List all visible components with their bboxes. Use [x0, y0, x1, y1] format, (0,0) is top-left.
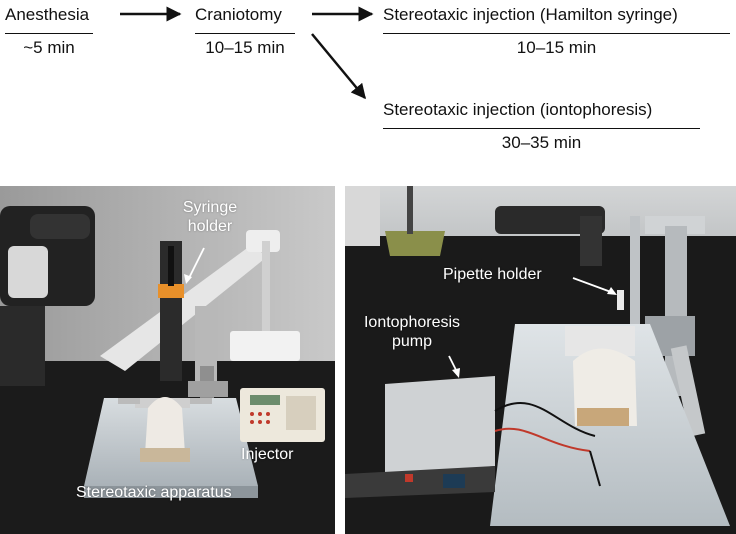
label-syringe-holder: Syringe holder [170, 198, 250, 236]
label-stereotaxic-apparatus: Stereotaxic apparatus [76, 484, 232, 501]
label-pipette-holder: Pipette holder [443, 266, 542, 283]
step-craniotomy-label: Craniotomy [195, 5, 282, 24]
syringe-holder-pointer [187, 247, 205, 281]
step-anesthesia-rule [5, 33, 93, 34]
pipette-holder-pointer [572, 277, 612, 293]
label-iontophoresis-pump-line2: pump [391, 333, 433, 350]
photo-iontophoresis-setup-illustration [345, 186, 736, 534]
photo-hamilton-setup: Syringe holder Injector Stereotaxic appa… [0, 186, 335, 534]
iontophoresis-pump-device [385, 376, 495, 476]
syringe-pump-orange-band [158, 284, 184, 298]
label-syringe-holder-line2: holder [187, 218, 233, 235]
step-craniotomy-rule [195, 33, 295, 34]
arrow-craniotomy-to-iontophoresis [311, 33, 366, 100]
step-hamilton-injection-time: 10–15 min [516, 38, 597, 57]
label-iontophoresis-pump-line1: Iontophoresis [363, 314, 461, 331]
step-anesthesia-time: ~5 min [23, 38, 75, 57]
step-hamilton-injection-label: Stereotaxic injection (Hamilton syringe) [383, 5, 678, 24]
label-syringe-holder-line1: Syringe [182, 199, 238, 216]
step-iontophoresis-injection-label: Stereotaxic injection (iontophoresis) [383, 100, 653, 119]
step-hamilton-injection-rule [383, 33, 730, 34]
step-craniotomy-time: 10–15 min [205, 38, 285, 57]
step-iontophoresis-injection-time: 30–35 min [501, 133, 582, 152]
photo-hamilton-setup-illustration [0, 186, 335, 534]
workflow-arrows [120, 6, 374, 100]
step-anesthesia-label: Anesthesia [5, 5, 90, 24]
step-iontophoresis-injection-rule [383, 128, 700, 129]
label-injector: Injector [241, 446, 294, 463]
label-iontophoresis-pump: Iontophoresis pump [352, 313, 472, 351]
photo-iontophoresis-setup: Pipette holder Iontophoresis pump [345, 186, 736, 534]
